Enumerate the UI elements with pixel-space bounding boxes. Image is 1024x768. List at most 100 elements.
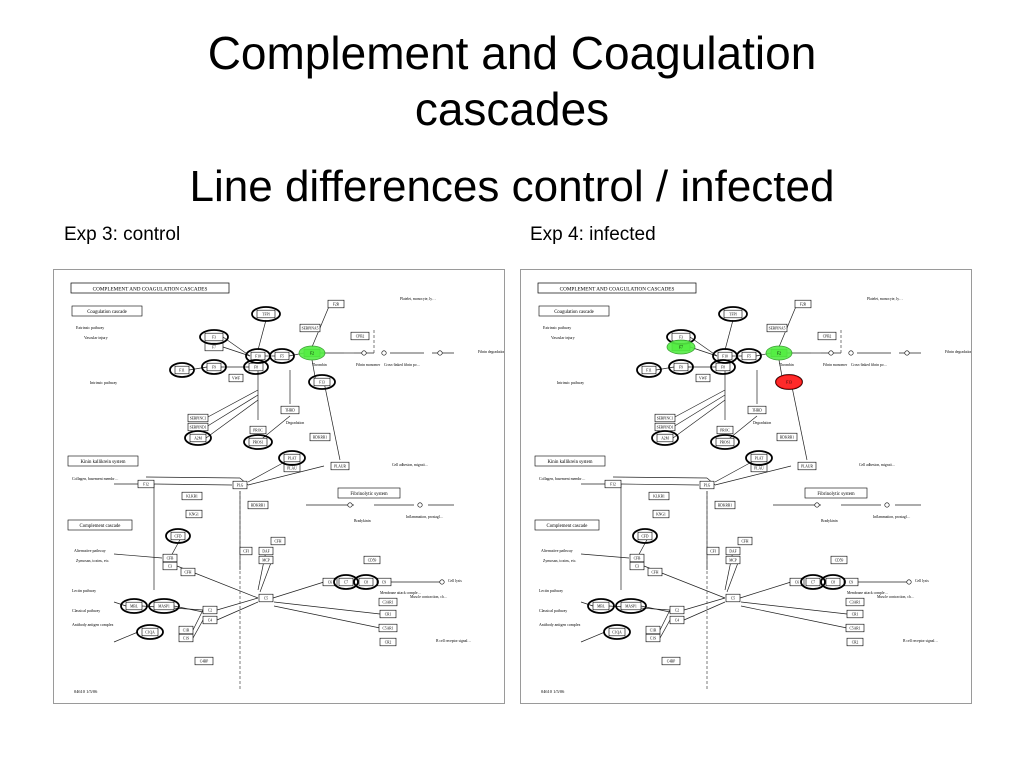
gene-node-f12[interactable]: F12 [604,479,622,489]
gene-node-plat[interactable]: PLAT [750,453,768,463]
gene-node-mcp[interactable]: MCP [258,555,274,565]
gene-node-c3ar1[interactable]: C3AR1 [845,597,865,607]
gene-node-plaur[interactable]: PLAUR [797,461,817,471]
gene-node-plg[interactable]: PLG [699,480,715,490]
gene-node-thbd[interactable]: THBD [280,405,300,415]
gene-node-c5ar1[interactable]: C5AR1 [378,623,398,633]
gene-node-f8[interactable]: F8 [248,362,264,372]
gene-node-klkb1[interactable]: KLKB1 [181,491,203,501]
gene-node-c5[interactable]: C5 [725,593,741,603]
gene-node-cpb2[interactable]: CPB2 [817,331,837,341]
gene-node-cfh[interactable]: CFH [180,567,196,577]
gene-node-cfd[interactable]: CFD [637,531,653,541]
gene-node-cfd[interactable]: CFD [170,531,186,541]
gene-node-c3[interactable]: C3 [162,561,178,571]
gene-node-c6[interactable]: C6 [322,577,338,587]
gene-node-c4bp[interactable]: C4BP [194,656,214,666]
gene-node-bdkrb1[interactable]: BDKRB1 [309,432,331,442]
gene-node-c7[interactable]: C7 [805,577,821,587]
gene-node-cfh[interactable]: CFH [647,567,663,577]
gene-node-plg[interactable]: PLG [232,480,248,490]
gene-node-cr1[interactable]: CR1 [846,609,864,619]
gene-node-f13[interactable]: F13 [313,377,331,387]
gene-node-mbl[interactable]: MBL [125,601,143,611]
gene-node-f3[interactable]: F3 [204,332,224,342]
gene-node-f2r[interactable]: F2R [794,299,812,309]
gene-node-c4[interactable]: C4 [669,615,685,625]
gene-node-cd59[interactable]: CD59 [363,555,381,565]
gene-node-kng1[interactable]: KNG1 [652,509,670,519]
gene-node-c8[interactable]: C8 [358,577,374,587]
gene-node-serpinc1[interactable]: SERPINC1 [654,413,676,423]
gene-node-kng1[interactable]: KNG1 [185,509,203,519]
gene-node-serpinc1[interactable]: SERPINC1 [187,413,209,423]
gene-node-c1qa[interactable]: C1QA [141,627,159,637]
gene-node-f10[interactable]: F10 [717,351,733,361]
gene-node-f9[interactable]: F9 [673,362,689,372]
gene-node-c1r[interactable]: C1R [645,625,661,635]
gene-node-c2[interactable]: C2 [202,605,218,615]
gene-node-f10[interactable]: F10 [250,351,266,361]
gene-node-a2m[interactable]: A2M [189,433,207,443]
gene-node-bdkrb1[interactable]: BDKRB1 [776,432,798,442]
gene-node-masp1[interactable]: MASP1 [153,601,175,611]
gene-node-f11[interactable]: F11 [641,365,657,375]
gene-node-c1qa[interactable]: C1QA [608,627,626,637]
gene-node-c6[interactable]: C6 [789,577,805,587]
gene-node-proc[interactable]: PROC [716,425,734,435]
gene-node-vwf[interactable]: VWF [695,373,711,383]
gene-node-a2m[interactable]: A2M [656,433,674,443]
gene-node-thbd[interactable]: THBD [747,405,767,415]
gene-node-c7[interactable]: C7 [338,577,354,587]
gene-node-cd59[interactable]: CD59 [830,555,848,565]
gene-node-daf[interactable]: DAF [258,546,274,556]
gene-node-proc[interactable]: PROC [249,425,267,435]
gene-node-f5[interactable]: F5 [741,351,757,361]
gene-node-serpind1[interactable]: SERPIND1 [187,422,209,432]
gene-node-tfpi[interactable]: TFPI [723,309,743,319]
gene-node-cfh-dup[interactable]: CFH [737,536,753,546]
gene-node-c5[interactable]: C5 [258,593,274,603]
gene-node-mbl[interactable]: MBL [592,601,610,611]
gene-node-c1s[interactable]: C1S [645,633,661,643]
gene-node-pros1[interactable]: PROS1 [248,437,268,447]
gene-node-cr2[interactable]: CR2 [846,637,864,647]
gene-node-cfi[interactable]: CFI [706,546,720,556]
gene-node-f2r[interactable]: F2R [327,299,345,309]
gene-node-pros1[interactable]: PROS1 [715,437,735,447]
gene-node-plaur[interactable]: PLAUR [330,461,350,471]
gene-node-cfb[interactable]: CFB [629,553,645,563]
gene-node-masp1[interactable]: MASP1 [620,601,642,611]
gene-node-klkb1[interactable]: KLKB1 [648,491,670,501]
gene-node-c5ar1[interactable]: C5AR1 [845,623,865,633]
gene-node-f12[interactable]: F12 [137,479,155,489]
gene-node-f11[interactable]: F11 [174,365,190,375]
gene-node-c4bp[interactable]: C4BP [661,656,681,666]
gene-node-daf[interactable]: DAF [725,546,741,556]
gene-node-c9[interactable]: C9 [843,577,859,587]
gene-node-c1r[interactable]: C1R [178,625,194,635]
gene-node-cfh-dup[interactable]: CFH [270,536,286,546]
gene-node-mcp[interactable]: MCP [725,555,741,565]
gene-node-vwf[interactable]: VWF [228,373,244,383]
gene-node-c3ar1[interactable]: C3AR1 [378,597,398,607]
gene-node-serpina5[interactable]: SERPINA5 [299,323,321,333]
gene-node-bdkrb1-dup[interactable]: BDKRB1 [247,500,269,510]
gene-node-c2[interactable]: C2 [669,605,685,615]
gene-node-serpina5[interactable]: SERPINA5 [766,323,788,333]
gene-node-tfpi[interactable]: TFPI [256,309,276,319]
gene-node-c8[interactable]: C8 [825,577,841,587]
gene-node-plat[interactable]: PLAT [283,453,301,463]
gene-node-cr2[interactable]: CR2 [379,637,397,647]
gene-node-c9[interactable]: C9 [376,577,392,587]
gene-node-serpind1[interactable]: SERPIND1 [654,422,676,432]
gene-node-c3[interactable]: C3 [629,561,645,571]
gene-node-f5[interactable]: F5 [274,351,290,361]
gene-node-c4[interactable]: C4 [202,615,218,625]
gene-node-cfi[interactable]: CFI [239,546,253,556]
gene-node-cfb[interactable]: CFB [162,553,178,563]
gene-node-bdkrb1-dup[interactable]: BDKRB1 [714,500,736,510]
gene-node-cpb2[interactable]: CPB2 [350,331,370,341]
gene-node-cr1[interactable]: CR1 [379,609,397,619]
gene-node-c1s[interactable]: C1S [178,633,194,643]
